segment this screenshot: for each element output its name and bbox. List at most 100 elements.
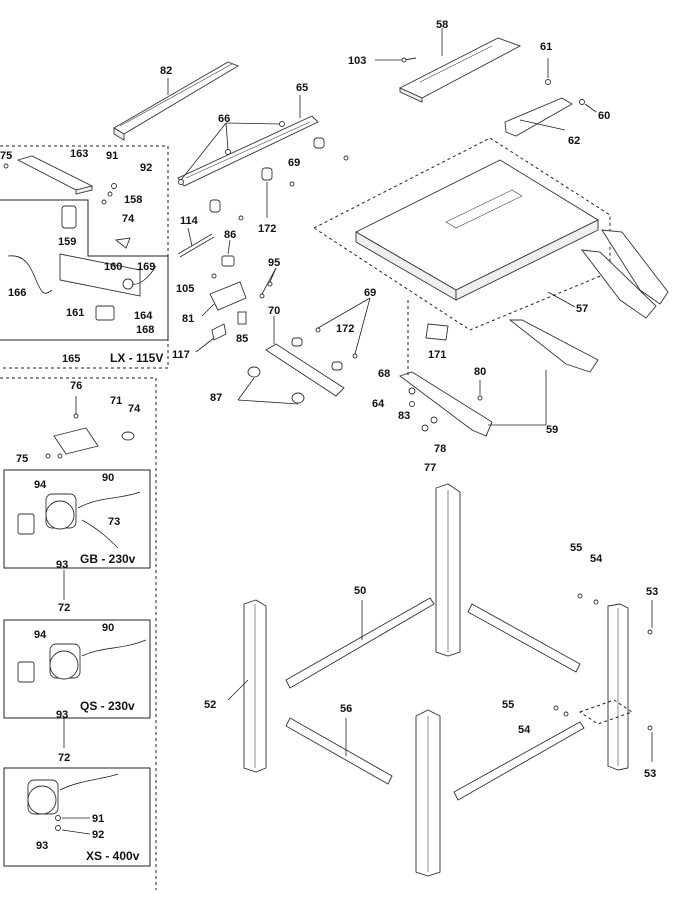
label-158: 158 bbox=[124, 194, 142, 206]
label-172b: 172 bbox=[336, 323, 354, 335]
stand-hardware bbox=[553, 593, 653, 762]
part-70-bar bbox=[265, 316, 345, 397]
label-160: 160 bbox=[104, 261, 122, 273]
label-66: 66 bbox=[218, 113, 230, 125]
part-114-rod bbox=[177, 227, 215, 258]
label-95: 95 bbox=[268, 257, 280, 269]
label-92b: 92 bbox=[92, 829, 104, 841]
xs-variant-box bbox=[3, 767, 151, 867]
label-163: 163 bbox=[70, 148, 88, 160]
part-58-rail bbox=[398, 28, 522, 103]
label-54b: 54 bbox=[518, 724, 531, 736]
label-74a: 74 bbox=[122, 213, 135, 225]
label-76: 76 bbox=[70, 380, 82, 392]
label-85: 85 bbox=[236, 333, 248, 345]
label-72a: 72 bbox=[58, 602, 70, 614]
label-171: 171 bbox=[428, 349, 446, 361]
label-74b: 74 bbox=[128, 403, 141, 415]
hardware-bottom-table bbox=[407, 300, 483, 432]
label-94a: 94 bbox=[34, 479, 47, 491]
label-91a: 91 bbox=[106, 150, 118, 162]
label-52: 52 bbox=[204, 699, 216, 711]
part-171-label bbox=[425, 323, 449, 341]
label-159: 159 bbox=[58, 236, 76, 248]
label-60: 60 bbox=[598, 110, 610, 122]
label-164: 164 bbox=[134, 310, 153, 322]
label-165: 165 bbox=[62, 353, 80, 365]
label-80: 80 bbox=[474, 366, 486, 378]
label-54a: 54 bbox=[590, 553, 603, 565]
label-68: 68 bbox=[378, 368, 390, 380]
label-57: 57 bbox=[576, 303, 588, 315]
label-91b: 91 bbox=[92, 813, 104, 825]
label-77: 77 bbox=[424, 462, 436, 474]
label-61: 61 bbox=[540, 41, 552, 53]
label-73: 73 bbox=[108, 516, 120, 528]
variant-qs: QS - 230v bbox=[80, 699, 135, 713]
label-166: 166 bbox=[8, 287, 26, 299]
switch-plate-group bbox=[0, 377, 157, 890]
lx-variant-group bbox=[0, 145, 169, 369]
label-93c: 93 bbox=[36, 840, 48, 852]
label-168: 168 bbox=[136, 324, 154, 336]
label-69a: 69 bbox=[288, 157, 300, 169]
bushings-middle bbox=[291, 297, 371, 371]
label-65: 65 bbox=[296, 82, 308, 94]
label-87: 87 bbox=[210, 392, 222, 404]
label-72b: 72 bbox=[58, 752, 70, 764]
label-55b: 55 bbox=[502, 699, 514, 711]
part-117-clip bbox=[195, 323, 227, 353]
variant-xs: XS - 400v bbox=[86, 849, 140, 863]
label-75b: 75 bbox=[16, 453, 28, 465]
label-62: 62 bbox=[568, 135, 580, 147]
label-55a: 55 bbox=[570, 542, 582, 554]
label-90a: 90 bbox=[102, 472, 114, 484]
label-50: 50 bbox=[354, 585, 366, 597]
label-56: 56 bbox=[340, 703, 352, 715]
qs-variant-box bbox=[3, 619, 151, 719]
part-59-bracket bbox=[399, 319, 599, 437]
label-92a: 92 bbox=[140, 162, 152, 174]
part-103-screw bbox=[375, 57, 417, 63]
label-161: 161 bbox=[66, 307, 84, 319]
label-93a: 93 bbox=[56, 559, 68, 571]
variant-lx: LX - 115V bbox=[110, 351, 163, 365]
gb-variant-box bbox=[3, 469, 151, 569]
label-78: 78 bbox=[434, 443, 446, 455]
label-53a: 53 bbox=[646, 586, 658, 598]
label-105: 105 bbox=[176, 283, 194, 295]
label-86: 86 bbox=[224, 229, 236, 241]
variant-gb: GB - 230v bbox=[80, 552, 136, 566]
label-117: 117 bbox=[172, 349, 190, 361]
part-87-feet bbox=[237, 366, 305, 405]
label-75a: 75 bbox=[0, 150, 12, 162]
part-95-screws bbox=[259, 267, 277, 299]
label-59: 59 bbox=[546, 424, 558, 436]
bushings-top bbox=[209, 137, 349, 221]
part-86-knob bbox=[221, 239, 235, 267]
label-58: 58 bbox=[436, 19, 448, 31]
label-93b: 93 bbox=[56, 709, 68, 721]
part-65-bar bbox=[177, 95, 319, 187]
stand-legs bbox=[243, 483, 629, 877]
label-83: 83 bbox=[398, 410, 410, 422]
label-69b: 69 bbox=[364, 287, 376, 299]
label-172a: 172 bbox=[258, 223, 276, 235]
part-105-nut bbox=[211, 273, 217, 279]
label-103: 103 bbox=[348, 55, 366, 67]
part-81-plate bbox=[201, 281, 247, 317]
part-62-guard bbox=[504, 58, 597, 137]
label-53b: 53 bbox=[644, 768, 656, 780]
label-82: 82 bbox=[160, 65, 172, 77]
label-71: 71 bbox=[110, 395, 122, 407]
label-81: 81 bbox=[182, 313, 194, 325]
label-90b: 90 bbox=[102, 622, 114, 634]
label-94b: 94 bbox=[34, 629, 47, 641]
label-114: 114 bbox=[180, 215, 199, 227]
stand-rails bbox=[227, 597, 585, 801]
callout-labels: 58 103 61 60 62 82 65 66 69 75 163 91 92… bbox=[0, 19, 658, 863]
label-70: 70 bbox=[268, 305, 280, 317]
part-57-table bbox=[313, 137, 669, 331]
part-82-extrusion bbox=[113, 61, 240, 141]
